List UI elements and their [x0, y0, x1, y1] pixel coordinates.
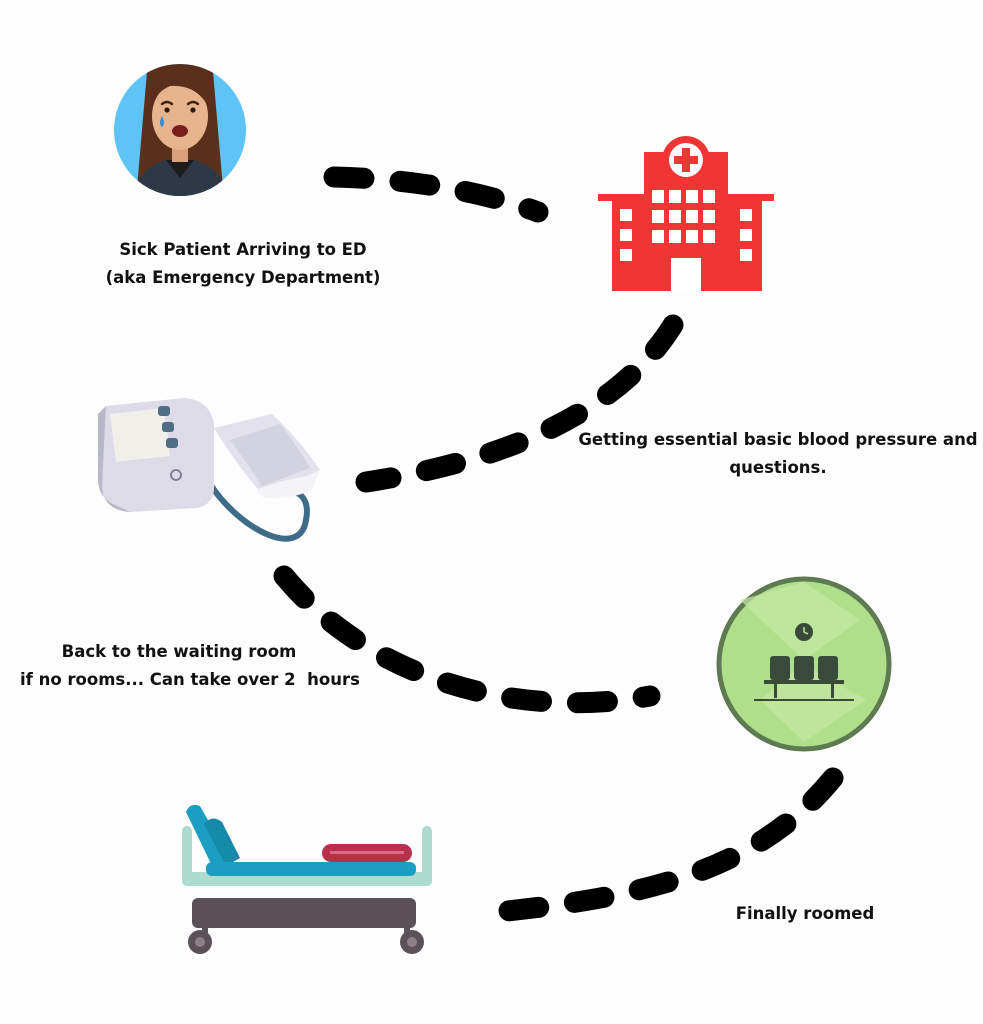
caption-vitals-line2: questions. [729, 458, 827, 477]
caption-waiting-line1: Back to the waiting room [61, 642, 297, 661]
caption-waiting-line2: if no rooms... Can take over 2 hours [20, 670, 360, 689]
connector-hospital-to-monitor [355, 314, 684, 493]
connector-monitor-to-waiting [273, 565, 661, 714]
caption-blood-pressure: Getting essential basic blood pressure a… [578, 426, 978, 482]
crying-patient-icon [114, 64, 246, 196]
caption-finally-roomed: Finally roomed [720, 900, 890, 928]
caption-waiting-room: Back to the waiting room if no rooms... … [20, 638, 360, 694]
caption-vitals-line1: Getting essential basic blood pressure a… [578, 430, 978, 449]
caption-patient-line2: (aka Emergency Department) [105, 268, 381, 287]
caption-roomed-line1: Finally roomed [735, 904, 875, 923]
caption-patient-line1: Sick Patient Arriving to ED [119, 240, 367, 259]
connector-patient-to-hospital [323, 166, 549, 223]
hospital-building-icon [598, 136, 774, 291]
connector-waiting-to-bed [467, 767, 844, 925]
hospital-bed-icon [182, 804, 432, 954]
waiting-room-icon [716, 576, 892, 752]
blood-pressure-monitor-icon [98, 398, 320, 542]
caption-patient-arrival: Sick Patient Arriving to ED (aka Emergen… [98, 236, 388, 292]
